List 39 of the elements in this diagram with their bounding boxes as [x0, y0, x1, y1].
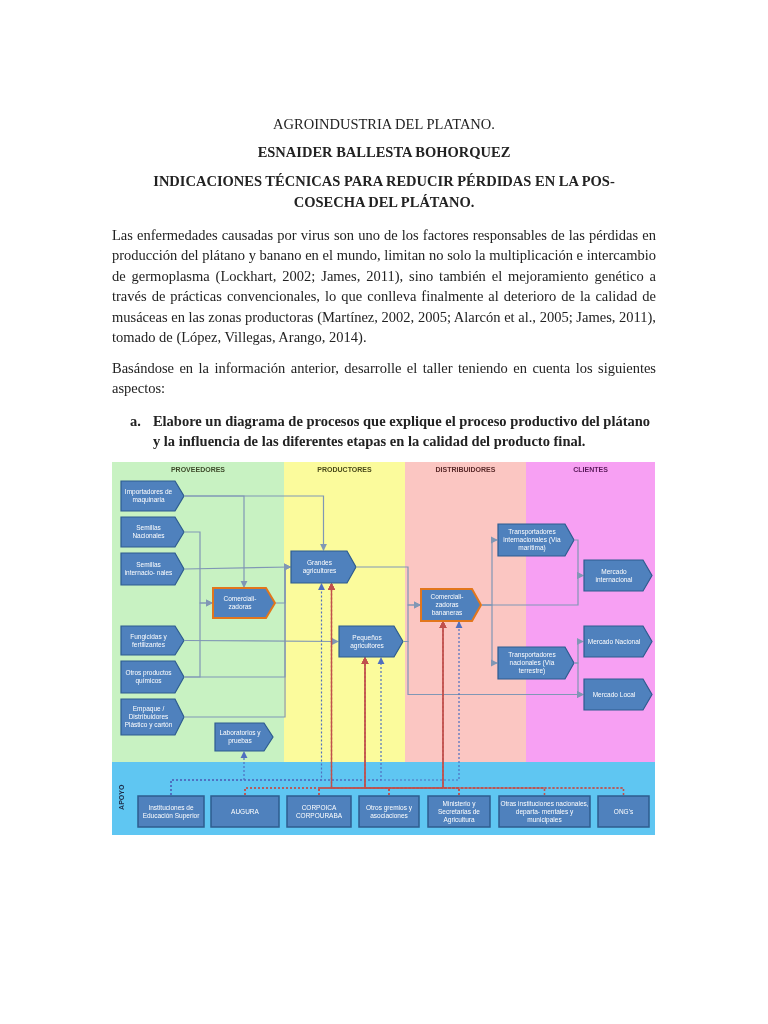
- process-arrow-shape: [120, 552, 185, 586]
- support-box: [286, 795, 352, 828]
- swimlane: [284, 462, 405, 762]
- process-arrow-shape: [120, 480, 185, 512]
- process-arrow-shape: [214, 722, 274, 752]
- paragraph: Las enfermedades causadas por virus son uno de los factores responsables de las pérdidas en producción del plátano y banano en el mundo, limitan no solo la multiplicación e intercambio de germoplasma (Lockhart, 2002; James, 2011), sino también el mejoramiento genético a través de prácticas convencionales, lo que conlleva finalmente al deterioro de la calidad de musáceas en las zonas productoras (Martínez, 2002, 2005; Alarcón et al., 2005; James, 2011), tomado de (López, Villegas, Arango, 2014).: [112, 225, 656, 347]
- connector-arrow: [184, 563, 291, 718]
- process-arrow-shape: [420, 588, 482, 622]
- author-name: ESNAIDER BALLESTA BOHORQUEZ: [256, 142, 512, 162]
- paragraph: Basándose en la información anterior, desarrolle el taller teniendo en cuenta los siguientes aspectos:: [112, 358, 656, 398]
- section-heading: INDICACIONES TÉCNICAS PARA REDUCIR PÉRDIDAS EN LA POS- COSECHA DEL PLÁTANO.: [152, 171, 616, 212]
- process-arrow-shape: [583, 625, 653, 658]
- process-arrow-shape: [497, 523, 575, 557]
- process-arrow-shape: [338, 625, 404, 658]
- process-arrow-shape: [120, 625, 185, 656]
- support-box: [427, 795, 491, 828]
- support-box: [137, 795, 205, 828]
- swimlane: [112, 462, 284, 762]
- task-instruction: Elabore un diagrama de procesos que explique el proceso productivo del plátano y la influencia de las diferentes etapas en la calidad del producto final.: [152, 411, 652, 451]
- process-arrow-shape: [583, 678, 653, 711]
- process-arrow-shape: [212, 587, 276, 619]
- process-arrow-shape: [120, 660, 185, 694]
- list-marker: a.: [130, 411, 141, 431]
- process-arrow-shape: [290, 550, 357, 584]
- support-box: [597, 795, 650, 828]
- process-arrow-shape: [120, 698, 185, 736]
- process-arrow-shape: [583, 559, 653, 592]
- connector-arrow: [184, 637, 339, 646]
- connector-arrow: [184, 495, 248, 588]
- support-box: [210, 795, 280, 828]
- process-arrow-shape: [497, 646, 575, 680]
- process-arrow-shape: [120, 516, 185, 548]
- page-title: AGROINDUSTRIA DEL PLATANO.: [272, 115, 496, 134]
- connector-arrow: [574, 662, 584, 699]
- connector-arrow: [574, 539, 584, 580]
- swimlane: [112, 762, 655, 835]
- support-box: [358, 795, 420, 828]
- connector-arrow: [574, 637, 584, 664]
- dashed-connector-arrow: [439, 621, 625, 796]
